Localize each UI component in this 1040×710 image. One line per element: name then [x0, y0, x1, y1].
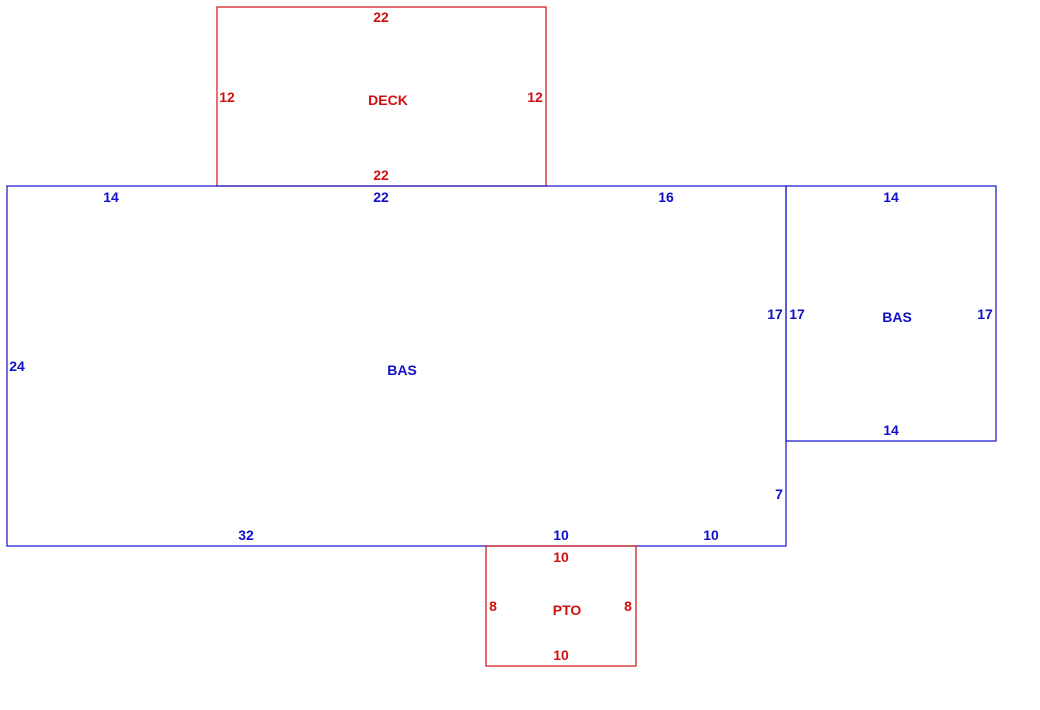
pto-top-dimension: 10	[553, 549, 569, 565]
pto-area-label: PTO	[552, 602, 582, 618]
deck-area-label: DECK	[368, 92, 408, 108]
deck-left-dimension: 12	[219, 89, 235, 105]
bas-main-bottom-right-dimension: 10	[703, 527, 719, 543]
bas-side-outline	[785, 185, 997, 442]
bas-main-right-lower-dimension: 7	[775, 486, 783, 502]
deck-right-dimension: 12	[527, 89, 543, 105]
bas-main-bottom-mid-dimension: 10	[553, 527, 569, 543]
pto-outline	[485, 545, 637, 667]
bas-main-area-label: BAS	[387, 362, 417, 378]
bas-side-left-dimension: 17	[789, 306, 805, 322]
bas-main-top-right-dimension: 16	[658, 189, 674, 205]
deck-bottom-dimension: 22	[373, 167, 389, 183]
deck-top-dimension: 22	[373, 9, 389, 25]
bas-side-top-dimension: 14	[883, 189, 899, 205]
bas-main-top-mid-dimension: 22	[373, 189, 389, 205]
pto-bottom-dimension: 10	[553, 647, 569, 663]
pto-right-dimension: 8	[624, 598, 632, 614]
bas-side-right-dimension: 17	[977, 306, 993, 322]
bas-side-bottom-dimension: 14	[883, 422, 899, 438]
bas-main-bottom-left-dimension: 32	[238, 527, 254, 543]
bas-side-area-label: BAS	[882, 309, 912, 325]
bas-main-left-dimension: 24	[9, 358, 25, 374]
pto-left-dimension: 8	[489, 598, 497, 614]
bas-main-right-upper-dimension: 17	[767, 306, 783, 322]
bas-main-top-left-dimension: 14	[103, 189, 119, 205]
